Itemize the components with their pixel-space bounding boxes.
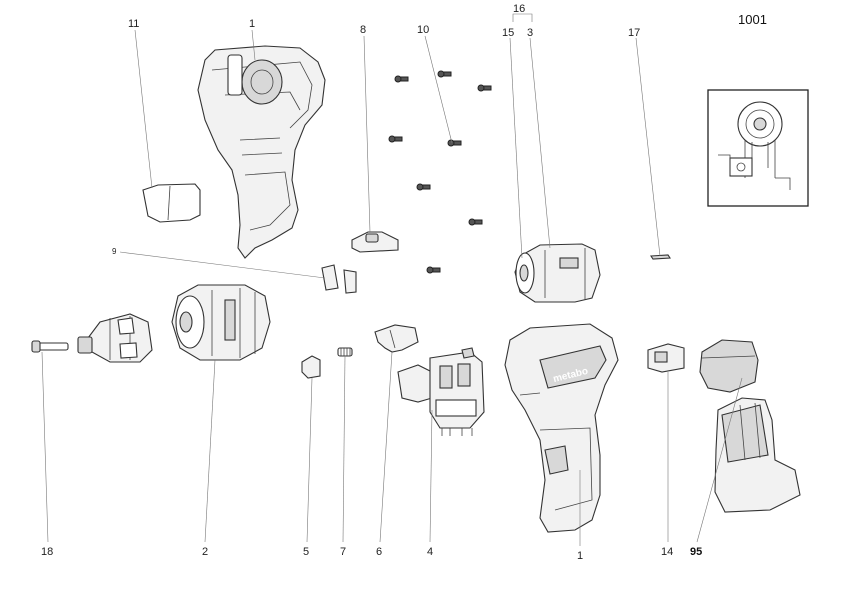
part-1-housing-right[interactable]: metabo — [504, 323, 619, 533]
part-labels: 11 1 8 10 16 15 3 17 9 18 2 5 7 6 4 1 14… — [41, 3, 702, 562]
label-11: 11 — [128, 18, 139, 30]
part-11-insert[interactable] — [142, 183, 201, 223]
label-14: 14 — [661, 546, 673, 558]
label-95: 95 — [690, 546, 702, 558]
wiring-inset — [707, 89, 809, 207]
part-17-clip[interactable] — [650, 254, 671, 260]
part-9-brushes[interactable] — [321, 264, 357, 294]
part-8-bracket[interactable] — [351, 231, 399, 253]
part-6-trigger[interactable] — [374, 324, 419, 353]
label-7: 7 — [340, 546, 346, 558]
label-3: 3 — [527, 27, 533, 39]
label-8: 8 — [360, 24, 366, 36]
label-2: 2 — [202, 546, 208, 558]
chuck[interactable] — [77, 313, 153, 363]
part-95-battery[interactable] — [714, 397, 801, 513]
label-6: 6 — [376, 546, 382, 558]
label-4: 4 — [427, 546, 433, 558]
label-5: 5 — [303, 546, 309, 558]
label-18: 18 — [41, 546, 53, 558]
leader-lines — [41, 13, 743, 546]
part-18-bit[interactable] — [31, 340, 69, 353]
part-7-spring[interactable] — [337, 347, 353, 357]
part-3-motor[interactable] — [514, 243, 601, 303]
part-5-switch-cap[interactable] — [301, 355, 321, 379]
part-14-clip[interactable] — [647, 343, 685, 373]
label-15: 15 — [502, 27, 514, 39]
label-1-top: 1 — [249, 18, 255, 30]
part-2-gearbox[interactable] — [171, 284, 271, 361]
label-16: 16 — [513, 3, 525, 15]
battery-cap[interactable] — [699, 339, 759, 393]
label-9: 9 — [112, 247, 117, 256]
part-10-screws[interactable] — [388, 70, 492, 274]
part-4-switch[interactable] — [397, 347, 485, 436]
label-10: 10 — [417, 24, 429, 36]
label-1-bottom: 1 — [577, 550, 583, 562]
label-17: 17 — [628, 27, 640, 39]
drawing-number: 1001 — [738, 12, 767, 27]
part-1-housing-left[interactable] — [197, 45, 326, 259]
